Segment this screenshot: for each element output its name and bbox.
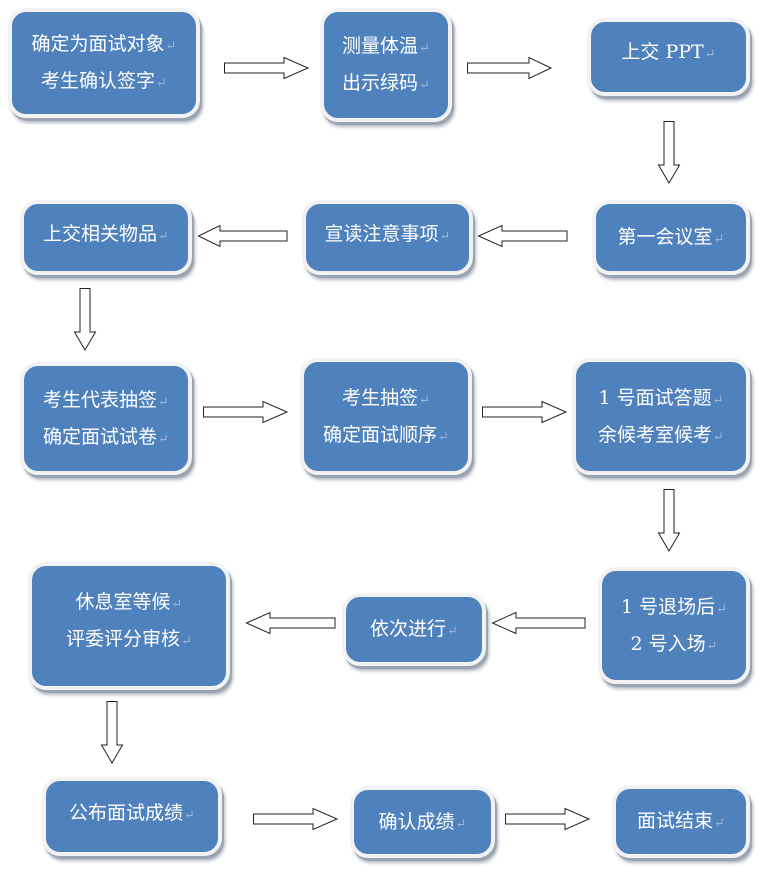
step-wait-and-review: 休息室等候 评委评分审核 [28, 562, 230, 690]
arrow-right-icon [505, 807, 591, 831]
arrow-down-icon [657, 121, 681, 184]
step-text: 面试结束 [637, 810, 725, 833]
step-text: 公布面试成绩 [69, 802, 195, 825]
step-submit-items: 上交相关物品 [20, 200, 192, 275]
step-meeting-room: 第一会议室 [592, 200, 750, 275]
step-text: 上交 PPT [621, 41, 715, 64]
arrow-right-icon [467, 56, 553, 80]
step-text: 确定面试顺序 [323, 424, 449, 447]
step-confirm-interviewee: 确定为面试对象 考生确认签字 [8, 8, 200, 118]
step-text: 余候考室候考 [598, 424, 724, 447]
arrow-left-icon [491, 611, 586, 635]
step-text: 宣读注意事项 [325, 223, 451, 246]
step-text: 考生代表抽签 [43, 389, 169, 412]
step-text: 1 号面试答题 [598, 387, 723, 410]
arrow-right-icon [203, 400, 289, 424]
arrow-down-icon [100, 701, 124, 764]
step-draw-order: 考生抽签 确定面试顺序 [300, 358, 472, 475]
arrow-right-icon [482, 400, 568, 424]
step-text: 出示绿码 [342, 72, 430, 95]
step-text: 上交相关物品 [43, 223, 169, 246]
step-confirm-scores: 确认成绩 [350, 786, 495, 858]
step-proceed-in-order: 依次进行 [342, 593, 486, 666]
arrow-left-icon [245, 611, 336, 635]
step-text: 2 号入场 [630, 633, 717, 656]
arrow-right-icon [224, 56, 310, 80]
step-text: 测量体温 [342, 35, 430, 58]
step-submit-ppt: 上交 PPT [587, 18, 750, 96]
step-text: 确定面试试卷 [43, 426, 169, 449]
step-text: 休息室等候 [76, 591, 183, 614]
step-read-notices: 宣读注意事项 [302, 200, 473, 275]
step-text: 1 号退场后 [621, 596, 727, 619]
arrow-right-icon [253, 807, 339, 831]
step-temperature-check: 测量体温 出示绿码 [320, 8, 452, 122]
step-interview-end: 面试结束 [612, 785, 750, 858]
step-first-interview: 1 号面试答题 余候考室候考 [572, 358, 750, 475]
step-text: 第一会议室 [618, 226, 725, 249]
arrow-left-icon [197, 224, 288, 248]
arrow-down-icon [657, 489, 681, 552]
arrow-down-icon [73, 288, 97, 351]
step-text: 考生确认签字 [41, 70, 167, 93]
step-text: 考生抽签 [342, 387, 430, 410]
step-draw-paper: 考生代表抽签 确定面试试卷 [20, 362, 192, 475]
step-publish-scores: 公布面试成绩 [42, 777, 222, 856]
step-text: 依次进行 [370, 618, 458, 641]
step-text: 确认成绩 [379, 811, 467, 834]
step-text: 评委评分审核 [66, 628, 192, 651]
step-next-candidate: 1 号退场后 2 号入场 [598, 567, 750, 684]
arrow-left-icon [477, 224, 568, 248]
step-text: 确定为面试对象 [32, 33, 177, 56]
